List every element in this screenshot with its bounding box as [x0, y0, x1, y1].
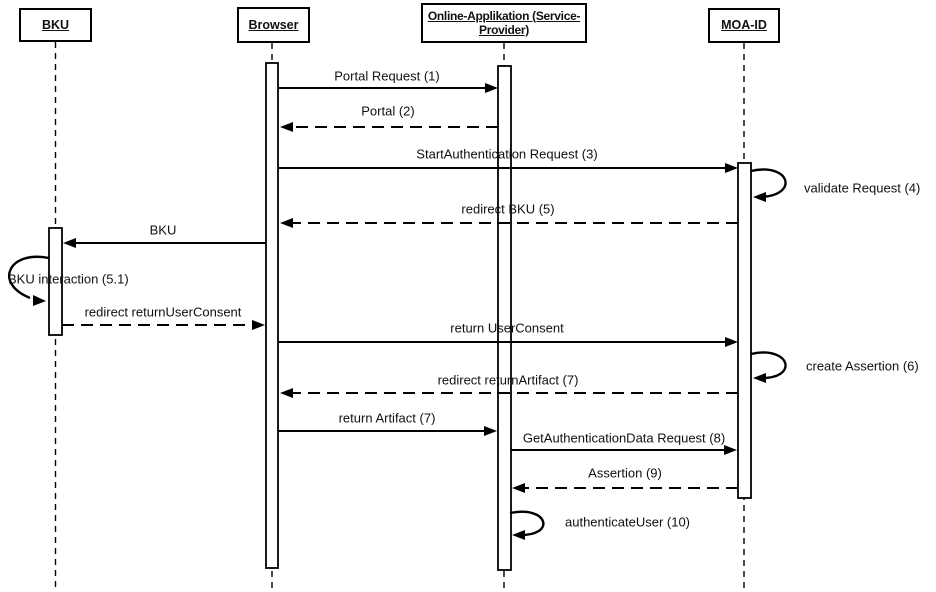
arrowhead-portal-request-icon [485, 83, 498, 93]
message-label-redirect-return-user-consent: redirect returnUserConsent [84, 304, 242, 320]
arrowhead-assertion-icon [512, 483, 525, 493]
message-label-assertion: Assertion (9) [588, 465, 662, 481]
participant-box-online-applikation: Online-Applikation (Service- Provider) [421, 3, 587, 43]
message-label-validate-request: validate Request (4) [804, 180, 921, 196]
message-label-portal-request: Portal Request (1) [334, 68, 440, 84]
arrowhead-bku-icon [63, 238, 76, 248]
participant-box-bku: BKU [19, 8, 92, 42]
self-loop-validate-request [750, 168, 787, 199]
message-label-redirect-return-artifact: redirect returnArtifact (7) [437, 372, 579, 388]
participant-box-browser: Browser [237, 7, 310, 43]
message-label-portal: Portal (2) [361, 103, 415, 119]
activation-bar-browser [265, 62, 279, 569]
participant-label-browser: Browser [248, 17, 299, 32]
participant-label-bku: BKU [41, 17, 70, 32]
message-label-return-user-consent: return UserConsent [450, 320, 564, 336]
participant-label-online-applikation-line2: Provider) [479, 23, 529, 37]
arrowhead-return-artifact-icon [484, 426, 497, 436]
arrowhead-redirect-return-user-consent-icon [252, 320, 265, 330]
participant-label-moa-id: MOA-ID [721, 18, 767, 32]
activation-bar-online-applikation [497, 65, 512, 571]
participant-box-moa-id: MOA-ID [708, 8, 780, 43]
self-loop-bku-interaction [8, 255, 50, 300]
arrowhead-validate-request-icon [753, 192, 766, 202]
message-label-authenticate-user: authenticateUser (10) [565, 514, 691, 530]
message-label-redirect-bku: redirect BKU (5) [461, 201, 555, 217]
message-label-return-artifact: return Artifact (7) [338, 410, 436, 426]
arrowhead-portal-icon [280, 122, 293, 132]
message-label-create-assertion: create Assertion (6) [806, 358, 919, 374]
arrowhead-bku-interaction-icon [33, 295, 46, 306]
participant-label-online-applikation-line1: Online-Applikation (Service- [427, 8, 581, 23]
activation-bar-bku [48, 227, 63, 336]
self-loop-authenticate-user [509, 510, 545, 537]
arrowhead-redirect-return-artifact-icon [280, 388, 293, 398]
arrowhead-redirect-bku-icon [280, 218, 293, 228]
self-loop-create-assertion [750, 351, 787, 380]
arrowhead-authenticate-user-icon [512, 530, 525, 540]
message-label-start-authentication-request: StartAuthentication Request (3) [416, 146, 598, 162]
activation-bar-moa-id [737, 162, 752, 499]
message-label-get-authentication-data-request: GetAuthenticationData Request (8) [522, 430, 726, 446]
arrowhead-get-authentication-data-request-icon [724, 445, 737, 455]
arrowhead-start-authentication-request-icon [725, 163, 738, 173]
arrowhead-return-user-consent-icon [725, 337, 738, 347]
message-label-bku-interaction: BKU interaction (5.1) [8, 271, 129, 287]
arrowhead-create-assertion-icon [753, 373, 766, 383]
message-label-bku: BKU [149, 222, 177, 238]
